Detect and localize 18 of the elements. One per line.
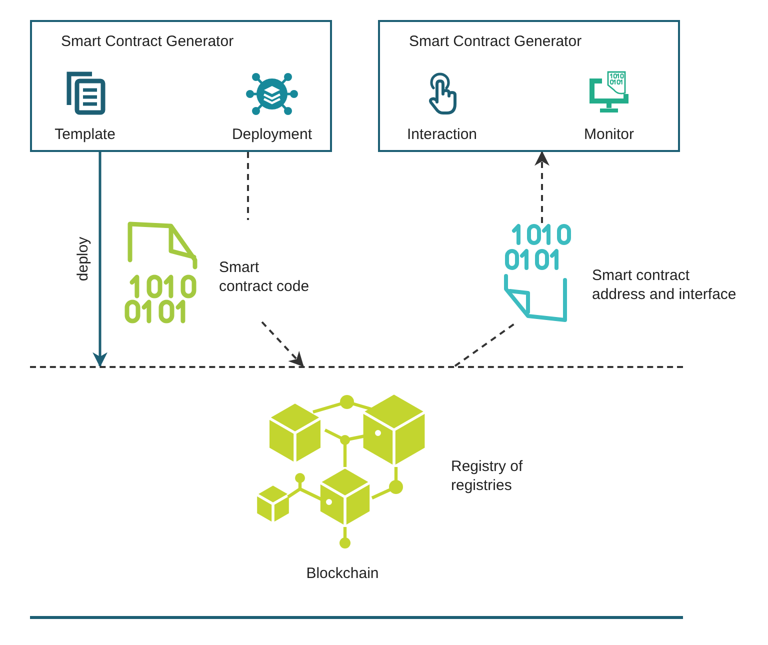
dashed-arrow (534, 150, 550, 223)
edge-label: deploy (74, 234, 92, 284)
node-label: Interaction (406, 125, 478, 144)
node-label: Blockchain (306, 564, 379, 583)
node-label: Monitor (584, 125, 634, 144)
box-heading: Smart Contract Generator (61, 32, 234, 51)
node-label: Smart contract code (219, 258, 310, 296)
dashed-arrow (261, 321, 304, 367)
container-box (30, 20, 332, 152)
node-label: Template (54, 125, 116, 144)
box-heading: Smart Contract Generator (409, 32, 582, 51)
container-box (378, 20, 680, 152)
dashed-line (247, 152, 249, 220)
caption-text: Registry of registries (451, 457, 524, 495)
node-label: Smart contract address and interface (592, 266, 738, 304)
arrow (92, 152, 108, 368)
node-label: Deployment (232, 125, 312, 144)
boundary-band (30, 366, 683, 619)
